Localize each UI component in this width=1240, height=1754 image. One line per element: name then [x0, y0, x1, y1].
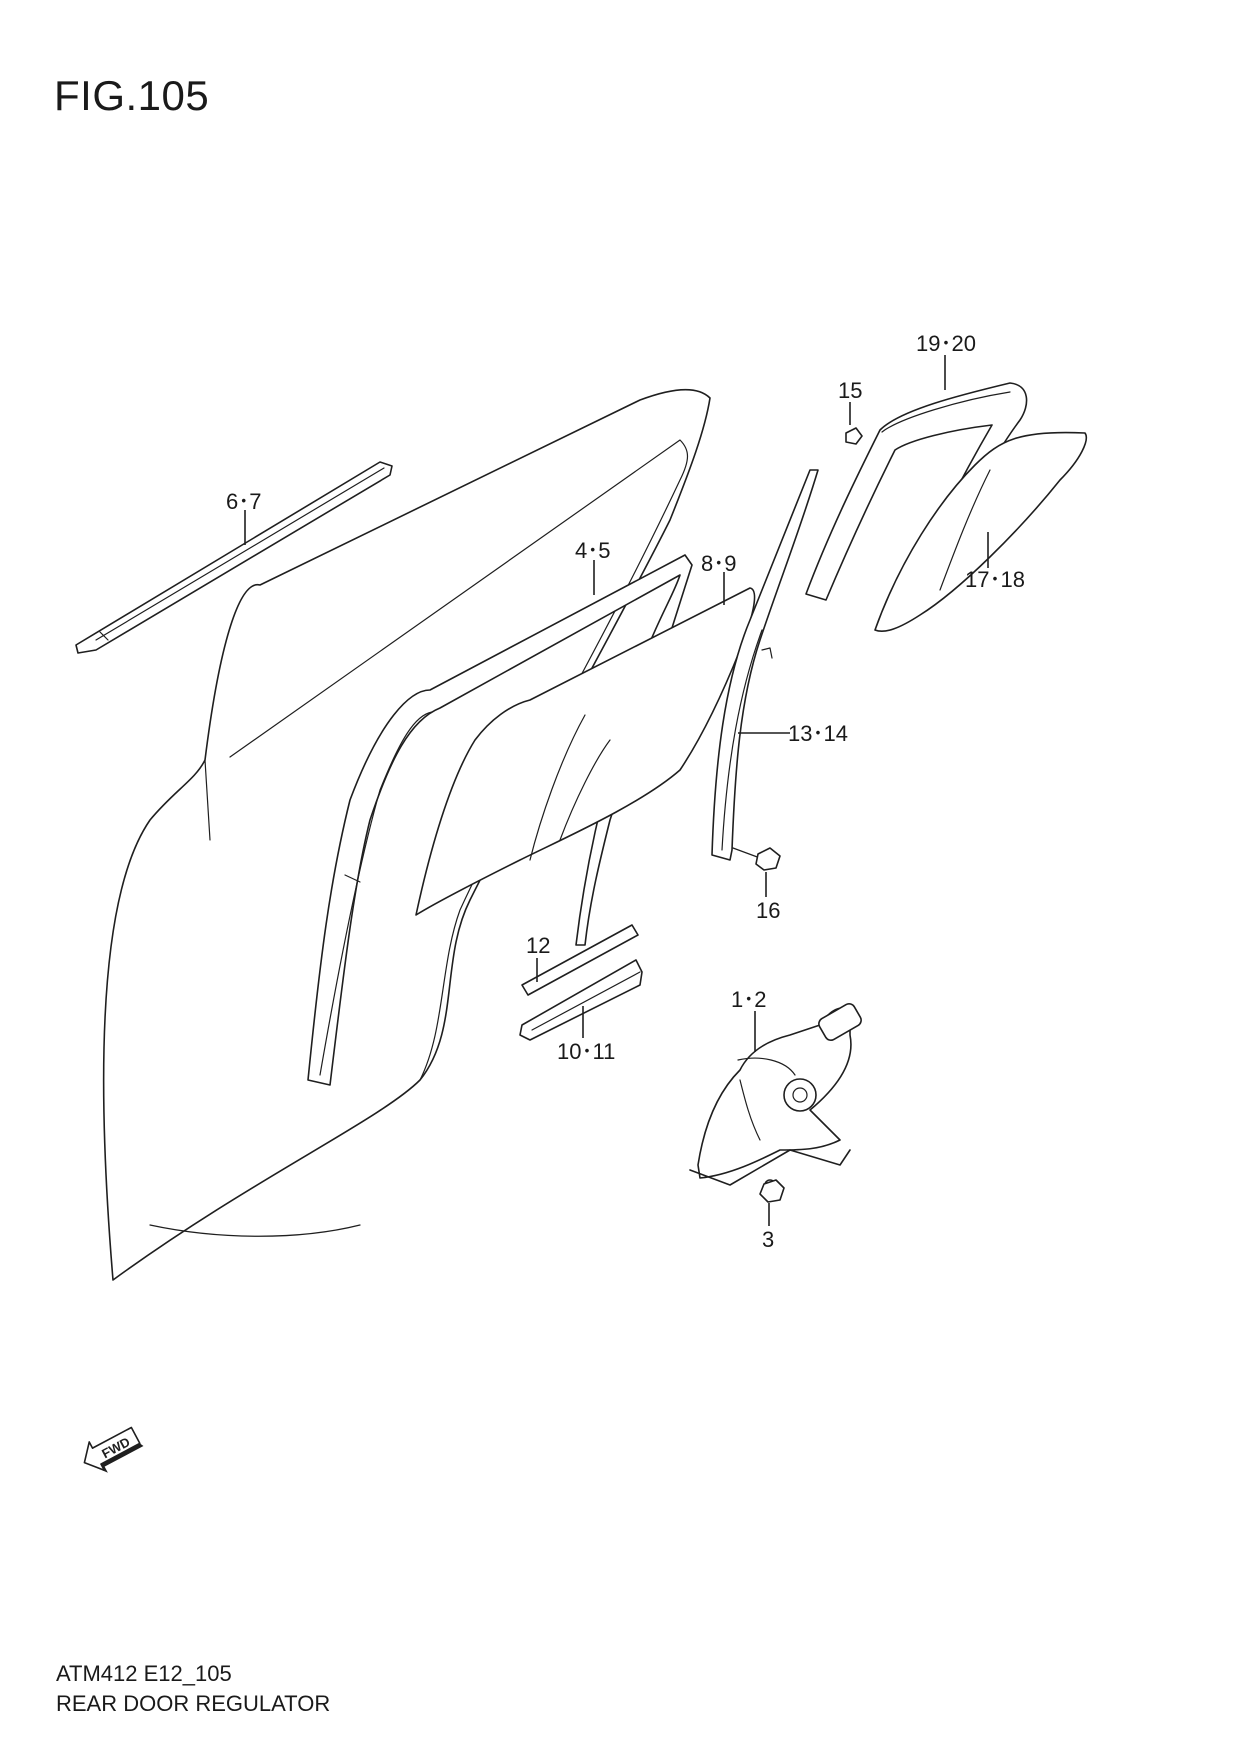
- screw-15-part: [845, 427, 863, 445]
- figure-caption: REAR DOOR REGULATOR: [56, 1691, 331, 1716]
- callout-17-18: 17･18: [965, 567, 1025, 592]
- figure-code: ATM412 E12_105: [56, 1661, 232, 1686]
- bolt-16-part: [732, 847, 781, 871]
- callout-19-20: 19･20: [916, 331, 976, 356]
- callout-16: 16: [756, 898, 780, 923]
- callout-15: 15: [838, 378, 862, 403]
- callout-10-11: 10･11: [557, 1039, 615, 1064]
- callout-1-2: 1･2: [731, 987, 766, 1012]
- callout-8-9: 8･9: [701, 551, 736, 576]
- callout-3: 3: [762, 1227, 774, 1252]
- rear-glass-channel-part: [711, 469, 819, 861]
- callout-labels: 6･7 4･5 8･9 15 19･20 17･18 13･14 16 12 1…: [226, 331, 1025, 1252]
- bolt-3-part: [759, 1179, 785, 1203]
- door-sash-part: [307, 554, 693, 1086]
- fwd-arrow-icon: FWD: [83, 1426, 144, 1473]
- door-panel-part: [102, 388, 711, 1281]
- callout-12: 12: [526, 933, 550, 958]
- callout-4-5: 4･5: [575, 538, 610, 563]
- inner-weatherstrip-part: [519, 924, 643, 1041]
- window-regulator-motor-part: [689, 1003, 862, 1191]
- quarter-window-glass-part: [874, 431, 1087, 632]
- callout-6-7: 6･7: [226, 489, 261, 514]
- callout-13-14: 13･14: [788, 721, 848, 746]
- figure-title: FIG.105: [54, 72, 210, 119]
- leader-lines: [244, 355, 989, 1226]
- rear-door-glass-part: [415, 587, 756, 916]
- belt-moulding-part: [75, 461, 393, 654]
